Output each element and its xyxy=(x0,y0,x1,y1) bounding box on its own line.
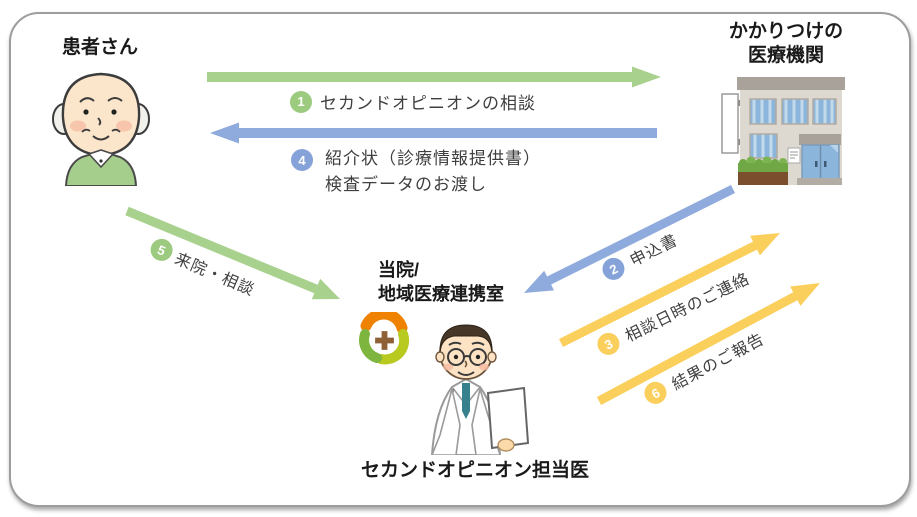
hospital-title: 当院/ 地域医療連携室 xyxy=(378,258,504,306)
patient-title: 患者さん xyxy=(62,37,139,58)
clinic-title: かかりつけの 医療機関 xyxy=(716,20,856,68)
step-1-label: 1 セカンドオピニオンの相談 xyxy=(290,89,536,114)
step-4-text-line1: 紹介状（診療情報提供書） xyxy=(325,149,541,168)
step-4-badge: 4 xyxy=(291,149,313,171)
step-1-badge: 1 xyxy=(290,90,312,113)
hospital-title-line2: 地域医療連携室 xyxy=(378,284,504,304)
clinic-title-line1: かかりつけの xyxy=(728,21,844,42)
step-1-text: セカンドオピニオンの相談 xyxy=(320,94,536,113)
step-4-text: 紹介状（診療情報提供書） 検査データのお渡し xyxy=(325,146,541,198)
hospital-title-line1: 当院/ xyxy=(378,260,420,280)
doctor-title: セカンドオピニオン担当医 xyxy=(360,460,589,481)
clinic-title-line2: 医療機関 xyxy=(747,45,824,66)
step-4-text-line2: 検査データのお渡し xyxy=(325,175,487,194)
step-4-label: 4 紹介状（診療情報提供書） 検査データのお渡し xyxy=(291,149,541,201)
